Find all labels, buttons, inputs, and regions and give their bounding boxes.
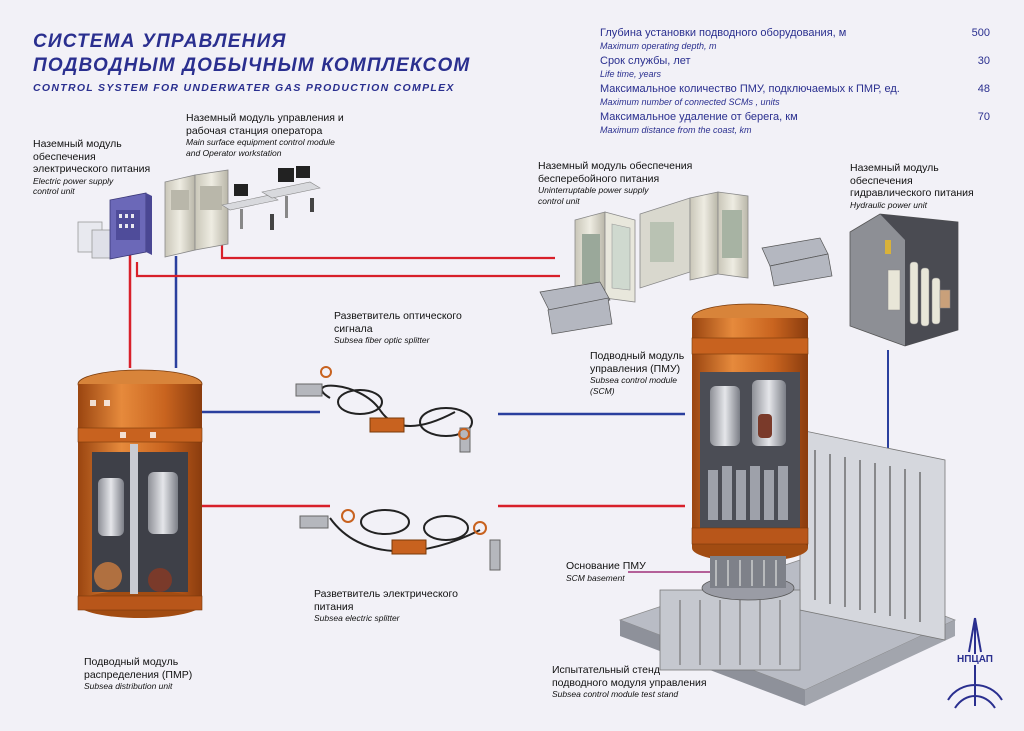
power-line-ups-2 (135, 262, 560, 278)
label-ru: Наземный модуль обеспечения бесперебойно… (538, 160, 693, 185)
test-stand-icon (618, 429, 957, 706)
spec-label: Максимальное удаление от берега, км (600, 111, 798, 123)
label-ups: Наземный модуль обеспечения бесперебойно… (538, 160, 692, 206)
spec-value: 500 (971, 27, 990, 39)
title-line2: ПОДВОДНЫМ ДОБЫЧНЫМ КОМПЛЕКСОМ (33, 55, 471, 76)
spec-label: Срок службы, лет (600, 55, 691, 67)
spec-value: 70 (977, 111, 990, 123)
spec-lifetime: Срок службы, лет Life time, years 30 (600, 55, 990, 83)
label-hydraulic: Наземный модуль обеспечения гидравлическ… (850, 162, 974, 210)
power-line-to-ups (220, 240, 555, 260)
label-en: Subsea control module (SCM) (590, 375, 677, 396)
label-ru: Испытательный стенд подводного модуля уп… (552, 664, 707, 689)
label-en: Hydraulic power unit (850, 199, 928, 210)
label-ru: Подводный модуль управления (ПМУ) (590, 350, 685, 375)
operator-workstation-icon (164, 166, 321, 258)
spec-depth: Глубина установки подводного оборудовани… (600, 27, 990, 55)
label-electric-splitter: Разветвитель электрического питания Subs… (314, 588, 458, 624)
label-ru: Наземный модуль управления и рабочая ста… (186, 112, 344, 137)
scm-canister-icon (691, 303, 809, 601)
fiber-splitter-icon (295, 366, 473, 453)
company-logo: НПЦАП (945, 614, 1005, 714)
sdu-canister-icon (77, 369, 203, 618)
electric-splitter-icon (299, 509, 501, 571)
label-scm: Подводный модуль управления (ПМУ) Subsea… (590, 350, 684, 396)
ups-battery-rack (539, 237, 833, 335)
spec-label: Максимальное количество ПМУ, подключаемы… (600, 83, 900, 95)
logo-text: НПЦАП (945, 654, 1005, 665)
hydraulic-unit-icon (849, 213, 959, 347)
connection-lines (128, 240, 889, 573)
label-en: Subsea electric splitter (314, 613, 400, 623)
title-block: СИСТЕМА УПРАВЛЕНИЯ ПОДВОДНЫМ ДОБЫЧНЫМ КО… (33, 30, 470, 78)
ups-cabinet-icon (539, 191, 833, 335)
spec-label-en: Life time, years (600, 69, 662, 79)
spec-label-en: Maximum number of connected SCMs , units (600, 97, 780, 107)
subtitle: CONTROL SYSTEM FOR UNDERWATER GAS PRODUC… (33, 82, 455, 94)
spec-label: Глубина установки подводного оборудовани… (600, 27, 847, 39)
label-en: Electric power supply control unit (33, 175, 114, 197)
spec-max-scm: Максимальное количество ПМУ, подключаемы… (600, 83, 990, 111)
label-ru: Подводный модуль распределения (ПМР) (84, 656, 193, 681)
label-sdu: Подводный модуль распределения (ПМР) Sub… (84, 656, 192, 692)
label-ru: Разветвитель электрического питания (314, 588, 458, 613)
label-basement: Основание ПМУ SCM basement (566, 560, 646, 583)
label-test-stand: Испытательный стенд подводного модуля уп… (552, 664, 707, 700)
label-surface-module: Наземный модуль управления и рабочая ста… (186, 112, 344, 158)
label-ru: Наземный модуль обеспечения гидравлическ… (850, 162, 974, 199)
label-en: Subsea fiber optic splitter (334, 335, 430, 345)
spec-distance: Максимальное удаление от берега, км Maxi… (600, 111, 990, 139)
label-power-unit: Наземный модуль обеспечения электрическо… (33, 138, 150, 197)
specs-table: Глубина установки подводного оборудовани… (600, 27, 990, 139)
label-en: Main surface equipment control module an… (186, 137, 335, 158)
label-en: Uninterruptable power supply control uni… (538, 185, 649, 206)
spec-value: 30 (977, 55, 990, 67)
spec-value: 48 (977, 83, 990, 95)
label-ru: Разветвитель оптического сигнала (334, 310, 462, 335)
spec-label-en: Maximum distance from the coast, km (600, 125, 752, 135)
label-ru: Основание ПМУ (566, 560, 646, 572)
title-line1: СИСТЕМА УПРАВЛЕНИЯ (33, 31, 287, 52)
label-en: SCM basement (566, 572, 625, 583)
electric-cabinet-icon (77, 192, 152, 260)
label-en: Subsea distribution unit (84, 681, 173, 691)
label-fiber-splitter: Разветвитель оптического сигнала Subsea … (334, 310, 462, 346)
label-ru: Наземный модуль обеспечения электрическо… (33, 138, 151, 175)
label-en: Subsea control module test stand (552, 689, 679, 699)
spec-label-en: Maximum operating depth, m (600, 41, 717, 51)
